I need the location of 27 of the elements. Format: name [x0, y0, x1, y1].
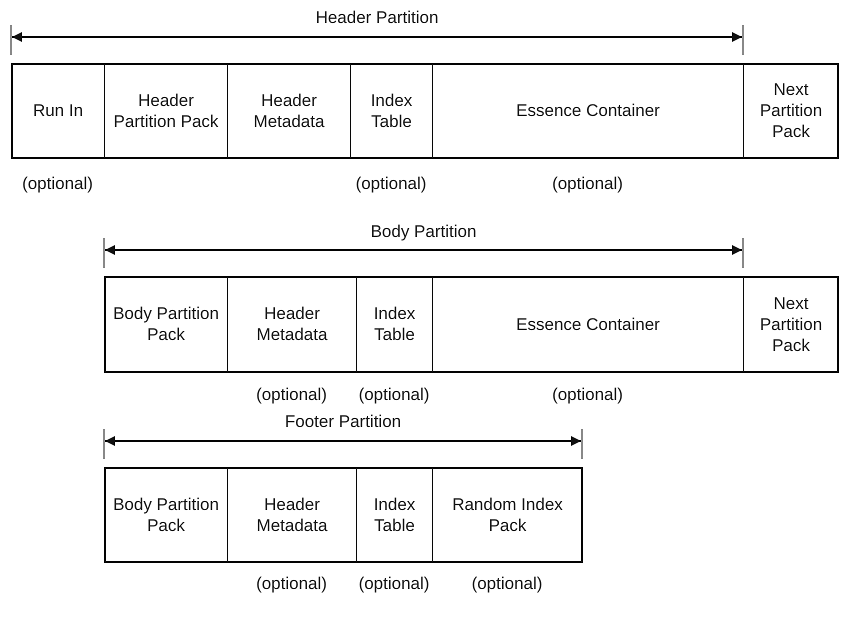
- cell-label: Index Table: [370, 90, 414, 132]
- cell-label: Header Metadata: [256, 303, 328, 345]
- cell-label: Next Partition Pack: [758, 79, 824, 142]
- optional-note: (optional): [358, 385, 430, 405]
- cell-label: Header Metadata: [256, 494, 328, 536]
- optional-note: (optional): [472, 574, 542, 594]
- dimension-label: Body Partition: [370, 222, 476, 242]
- optional-note: (optional): [356, 174, 426, 194]
- cell-label: Body Partition Pack: [112, 494, 220, 536]
- cell-label: Body Partition Pack: [112, 303, 220, 345]
- dimension-label: Footer Partition: [284, 412, 402, 432]
- dimension-label: Header Partition: [316, 8, 438, 28]
- cell-label: Header Metadata: [252, 90, 326, 132]
- optional-note: (optional): [358, 574, 430, 594]
- optional-note: (optional): [22, 174, 93, 194]
- cell-label: Next Partition Pack: [758, 292, 824, 356]
- optional-note: (optional): [256, 574, 327, 594]
- optional-note: (optional): [552, 174, 623, 194]
- cell-label: Essence Container: [516, 314, 660, 334]
- optional-note: (optional): [256, 385, 327, 405]
- cell-label: Run In: [32, 100, 84, 121]
- cell-label: Index Table: [372, 494, 416, 536]
- optional-note: (optional): [552, 385, 623, 405]
- cell-label: Essence Container: [516, 100, 660, 121]
- cell-label: Index Table: [372, 303, 416, 345]
- cell-label: Random Index Pack: [451, 494, 564, 536]
- cell-label: Header Partition Pack: [112, 90, 220, 132]
